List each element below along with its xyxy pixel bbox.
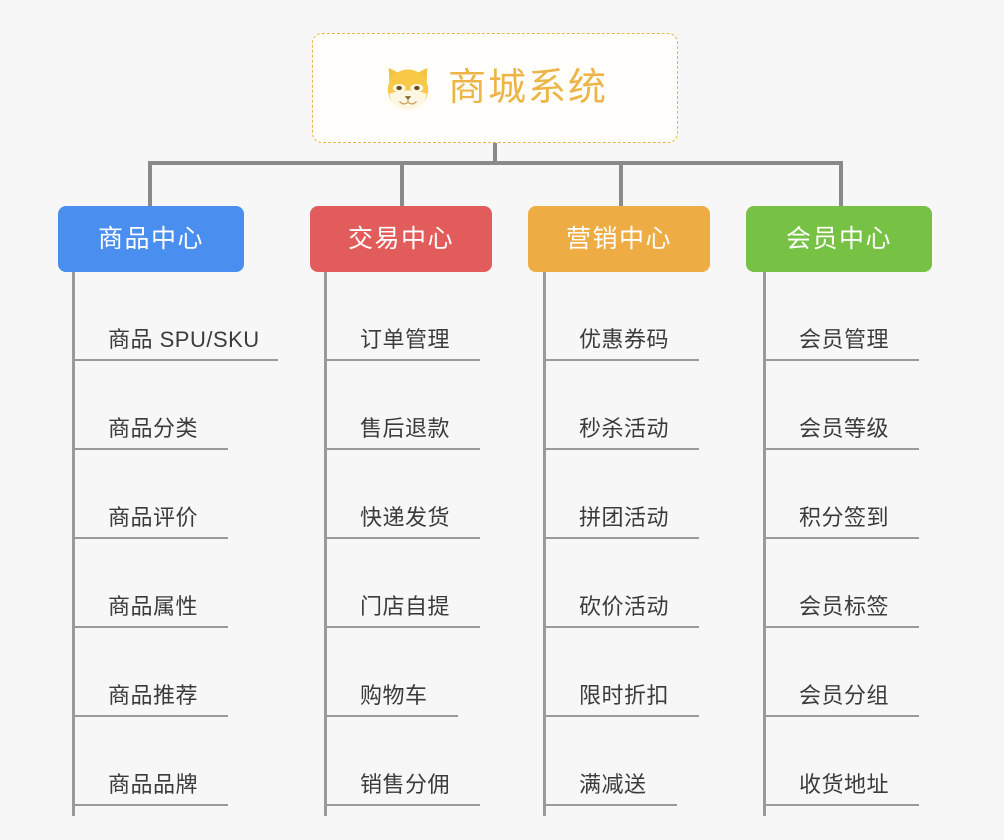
- leaf-label: 快递发货: [360, 504, 451, 530]
- leaf-item[interactable]: 满减送: [543, 717, 677, 806]
- leaf-label: 积分签到: [799, 504, 890, 530]
- leaf-item[interactable]: 限时折扣: [543, 628, 699, 717]
- leaf-item[interactable]: 购物车: [324, 628, 458, 717]
- leaf-label: 会员标签: [799, 593, 890, 619]
- leaf-label: 商品品牌: [108, 771, 199, 797]
- leaf-label: 商品属性: [108, 593, 199, 619]
- root-title: 商城系统: [447, 67, 608, 109]
- leaf-label: 收货地址: [799, 771, 890, 797]
- leaf-item[interactable]: 订单管理: [324, 272, 480, 361]
- leaf-item[interactable]: 会员管理: [763, 272, 919, 361]
- branch-spine: [72, 272, 75, 816]
- leaf-label: 商品评价: [108, 504, 199, 530]
- root-node[interactable]: 商城系统: [312, 33, 678, 143]
- leaf-label: 优惠券码: [579, 326, 670, 352]
- leaf-label: 会员管理: [799, 326, 890, 352]
- leaf-item[interactable]: 收货地址: [763, 717, 919, 806]
- connector-horizontal-bus: [149, 161, 843, 165]
- connector-drop-product-center: [148, 161, 152, 206]
- leaf-item[interactable]: 优惠券码: [543, 272, 699, 361]
- leaf-item[interactable]: 快递发货: [324, 450, 480, 539]
- leaf-item[interactable]: 秒杀活动: [543, 361, 699, 450]
- leaf-label: 限时折扣: [579, 682, 670, 708]
- shiba-dog-icon: [387, 67, 429, 110]
- leaf-item[interactable]: 积分签到: [763, 450, 919, 539]
- category-label: 营销中心: [565, 224, 672, 253]
- leaf-label: 满减送: [579, 771, 647, 797]
- connector-drop-trade-center: [400, 161, 404, 206]
- branch-spine: [763, 272, 766, 816]
- leaf-item[interactable]: 会员分组: [763, 628, 919, 717]
- category-header-trade-center[interactable]: 交易中心: [310, 206, 492, 272]
- connector-drop-member-center: [839, 161, 843, 206]
- leaf-item[interactable]: 商品推荐: [72, 628, 228, 717]
- leaf-item[interactable]: 商品分类: [72, 361, 228, 450]
- leaf-item[interactable]: 销售分佣: [324, 717, 480, 806]
- leaf-item[interactable]: 售后退款: [324, 361, 480, 450]
- leaf-item[interactable]: 门店自提: [324, 539, 480, 628]
- leaf-label: 会员分组: [799, 682, 890, 708]
- leaf-item[interactable]: 拼团活动: [543, 450, 699, 539]
- branch-spine: [324, 272, 327, 816]
- leaf-item[interactable]: 商品品牌: [72, 717, 228, 806]
- category-label: 交易中心: [347, 224, 454, 253]
- leaf-label: 会员等级: [799, 415, 890, 441]
- branch-spine: [543, 272, 546, 816]
- leaf-label: 门店自提: [360, 593, 451, 619]
- category-header-product-center[interactable]: 商品中心: [58, 206, 244, 272]
- leaf-item[interactable]: 会员标签: [763, 539, 919, 628]
- category-header-marketing-center[interactable]: 营销中心: [528, 206, 710, 272]
- leaf-item[interactable]: 商品属性: [72, 539, 228, 628]
- leaf-label: 购物车: [360, 682, 428, 708]
- category-label: 商品中心: [97, 224, 204, 253]
- leaf-item[interactable]: 会员等级: [763, 361, 919, 450]
- leaf-label: 销售分佣: [360, 771, 451, 797]
- leaf-label: 售后退款: [360, 415, 451, 441]
- leaf-item[interactable]: 砍价活动: [543, 539, 699, 628]
- leaf-item[interactable]: 商品评价: [72, 450, 228, 539]
- connector-drop-marketing-center: [619, 161, 623, 206]
- leaf-label: 砍价活动: [579, 593, 670, 619]
- category-header-member-center[interactable]: 会员中心: [746, 206, 932, 272]
- leaf-label: 商品推荐: [108, 682, 199, 708]
- leaf-label: 订单管理: [360, 326, 451, 352]
- leaf-label: 秒杀活动: [579, 415, 670, 441]
- category-label: 会员中心: [785, 224, 892, 253]
- leaf-label: 拼团活动: [579, 504, 670, 530]
- leaf-label: 商品分类: [108, 415, 199, 441]
- connector-root-stem: [493, 143, 497, 164]
- leaf-item[interactable]: 商品 SPU/SKU: [72, 272, 278, 361]
- leaf-label: 商品 SPU/SKU: [108, 326, 260, 352]
